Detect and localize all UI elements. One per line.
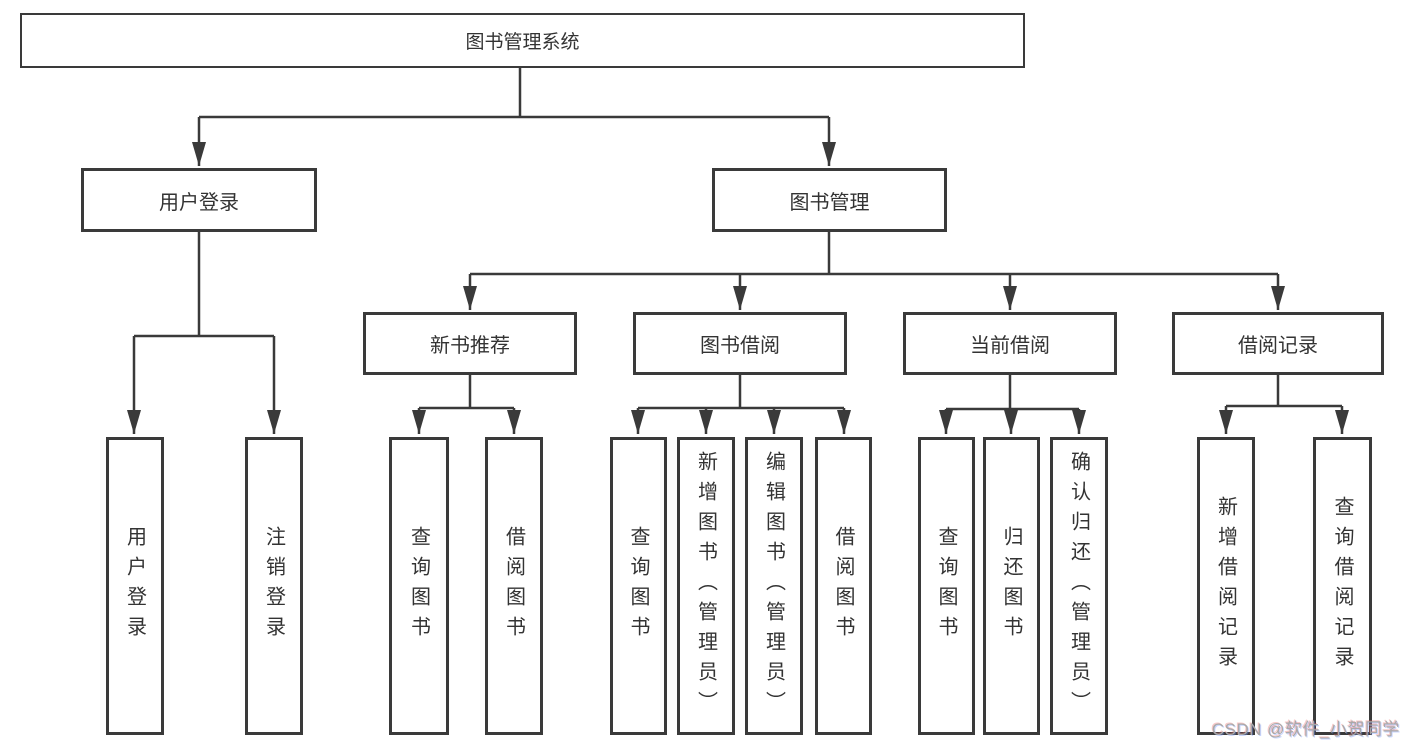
leaf-newbook-borrow-books: 借阅图书 bbox=[485, 437, 543, 735]
leaf-newbook-query-books: 查询图书 bbox=[389, 437, 449, 735]
edge-login-stem bbox=[134, 232, 274, 338]
edge-borrow-stem bbox=[638, 375, 844, 410]
leaf-user-login: 用户登录 bbox=[106, 437, 164, 735]
node-user-login: 用户登录 bbox=[81, 168, 317, 232]
edge-root-stem bbox=[199, 68, 829, 119]
leaf-record-add-borrow-record: 新增借阅记录 bbox=[1197, 437, 1255, 735]
node-new-book-recommend: 新书推荐 bbox=[363, 312, 577, 375]
leaf-borrow-borrow-books: 借阅图书 bbox=[815, 437, 872, 735]
edge-current-stem bbox=[946, 375, 1079, 411]
node-library-system: 图书管理系统 bbox=[20, 13, 1025, 68]
leaf-logout: 注销登录 bbox=[245, 437, 303, 735]
leaf-current-return-books: 归还图书 bbox=[983, 437, 1040, 735]
node-borrow-records: 借阅记录 bbox=[1172, 312, 1384, 375]
leaf-record-query-borrow-record: 查询借阅记录 bbox=[1313, 437, 1372, 735]
node-current-borrowing: 当前借阅 bbox=[903, 312, 1117, 375]
node-book-management: 图书管理 bbox=[712, 168, 947, 232]
csdn-watermark: CSDN @软件_小贺同学 bbox=[1211, 720, 1400, 739]
leaf-current-query-books: 查询图书 bbox=[918, 437, 975, 735]
leaf-borrow-add-books-admin: 新增图书（管理员） bbox=[677, 437, 735, 735]
node-book-borrowing: 图书借阅 bbox=[633, 312, 847, 375]
edge-mgmt-stem bbox=[470, 232, 1278, 276]
edge-record-stem bbox=[1226, 375, 1342, 408]
leaf-borrow-query-books: 查询图书 bbox=[610, 437, 667, 735]
leaf-current-confirm-return-admin: 确认归还（管理员） bbox=[1050, 437, 1108, 735]
leaf-borrow-edit-books-admin: 编辑图书（管理员） bbox=[745, 437, 803, 735]
edge-newbook-stem bbox=[419, 375, 514, 410]
